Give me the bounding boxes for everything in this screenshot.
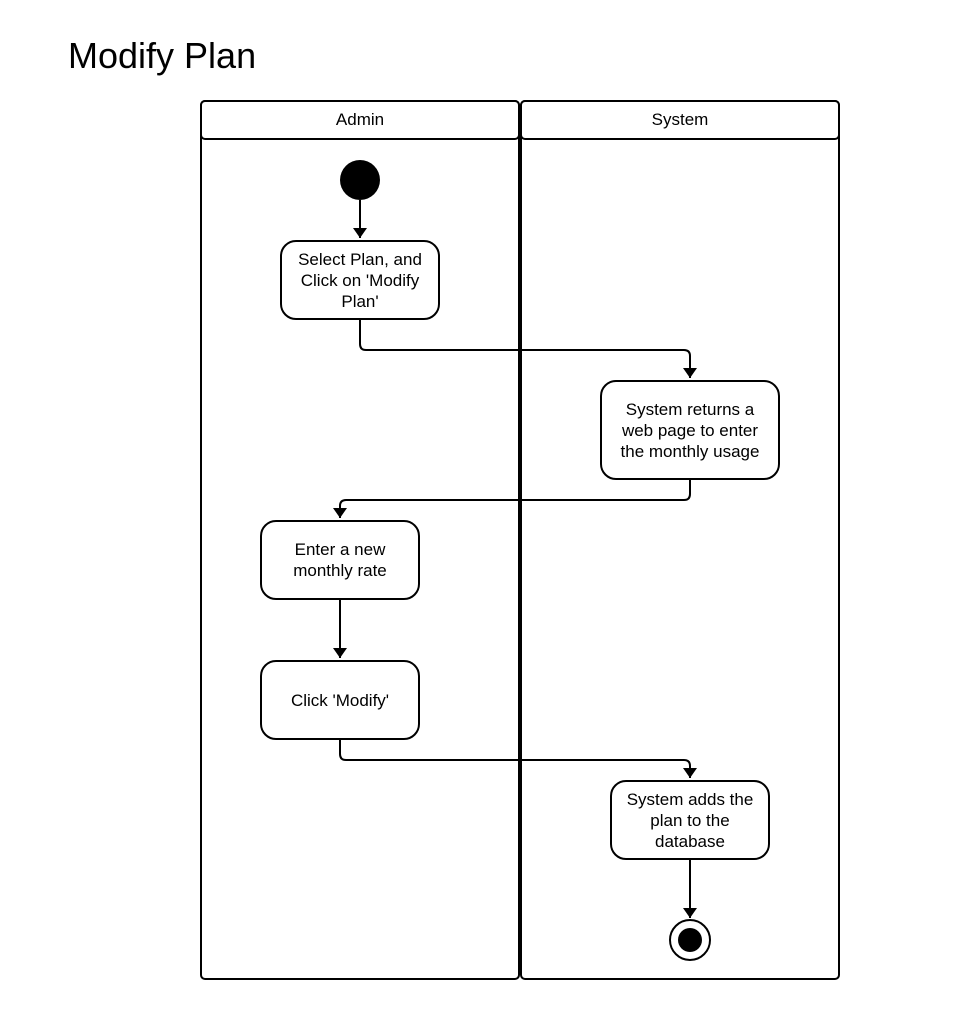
page-title: Modify Plan (68, 35, 257, 76)
action-enter-monthly-rate: Enter a new monthly rate (260, 520, 420, 600)
action-select-plan: Select Plan, and Click on 'Modify Plan' (280, 240, 440, 320)
action-system-adds-plan: System adds the plan to the database (610, 780, 770, 860)
action-click-modify: Click 'Modify' (260, 660, 420, 740)
action-system-returns-page: System returns a web page to enter the m… (600, 380, 780, 480)
swimlane-system-header: System (520, 100, 840, 140)
swimlane-admin-header: Admin (200, 100, 520, 140)
